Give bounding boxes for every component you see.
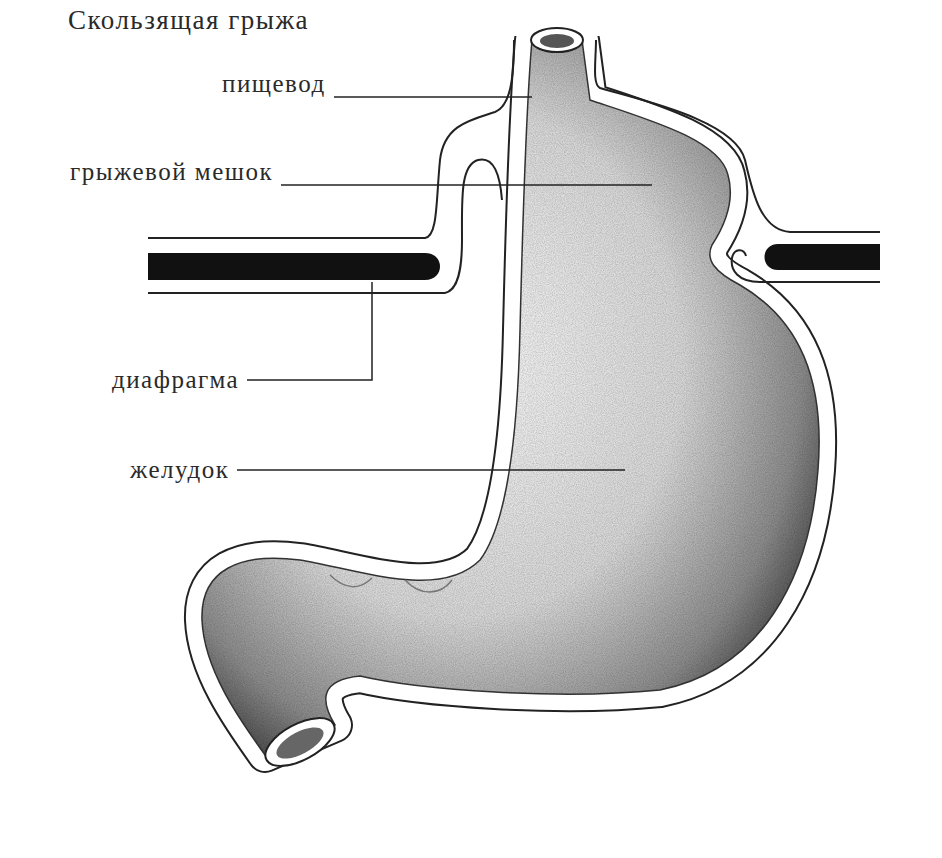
part-label: пищевод xyxy=(222,70,326,98)
hernia-sac-line xyxy=(148,40,514,238)
stomach xyxy=(202,40,819,755)
leader-line xyxy=(281,184,652,186)
peritoneum-outline xyxy=(202,40,819,755)
part-label: грыжевой мешок xyxy=(70,158,273,186)
part-label: желудок xyxy=(130,456,229,484)
leader-line xyxy=(334,96,532,98)
esophagus-lumen xyxy=(540,34,574,48)
duodenum-opening xyxy=(258,708,342,775)
esophagus-opening xyxy=(531,28,583,52)
part-label: диафрагма xyxy=(112,366,239,394)
antrum-folds xyxy=(330,575,452,592)
leader-line xyxy=(247,282,372,380)
diaphragm-right xyxy=(765,244,881,270)
diagram-title: Скользящая грыжа xyxy=(68,6,309,36)
stomach-grain xyxy=(202,40,819,755)
duodenum-lumen xyxy=(272,721,328,765)
diaphragm-left xyxy=(148,253,440,280)
leader-line xyxy=(237,469,625,471)
peritoneum-gap xyxy=(202,40,819,755)
